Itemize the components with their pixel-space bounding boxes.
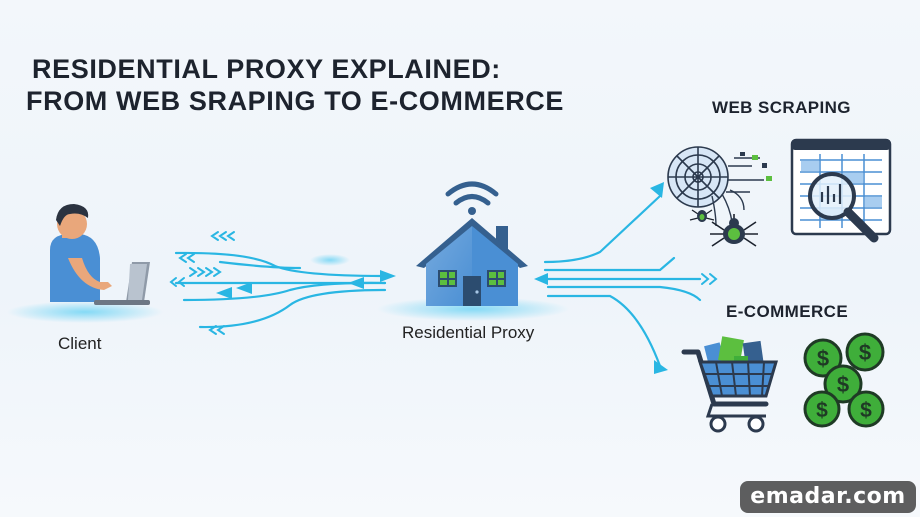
shopping-cart-icon [681,336,779,433]
flow-spark [310,254,350,266]
spider-icon [689,209,758,247]
spider-web-icon [667,146,729,208]
wifi-icon [445,181,499,215]
title-line-1: RESIDENTIAL PROXY EXPLAINED: [32,54,501,84]
client-ground-glow [7,301,163,323]
client-proxy-flow-lines [174,251,387,329]
web-scraping-label: WEB SCRAPING [712,98,851,117]
proxy-target-flow-lines [543,194,702,368]
client-proxy-arrow-chevrons [169,231,235,335]
person-laptop-icon [50,204,150,305]
svg-text:$: $ [837,372,849,397]
svg-text:$: $ [817,346,829,371]
residential-proxy-label: Residential Proxy [402,323,535,342]
svg-text:$: $ [860,399,872,422]
watermark: emadar.com [740,481,916,513]
proxy-target-arrowheads [534,182,668,374]
client-proxy-arrowheads [216,270,396,299]
dollar-coins-icon: $ $ $ $ $ [803,332,885,428]
web-data-stream [711,152,772,227]
proxy-target-chevrons [701,273,718,285]
ecommerce-label: E-COMMERCE [726,302,849,321]
svg-text:$: $ [859,340,871,365]
title-line-2: FROM WEB SRAPING TO E-COMMERCE [26,86,565,116]
spreadsheet-magnifier-icon [790,138,892,243]
house-icon [416,218,528,306]
svg-text:$: $ [816,399,828,422]
proxy-ground-glow [377,297,569,321]
client-label: Client [58,334,102,353]
